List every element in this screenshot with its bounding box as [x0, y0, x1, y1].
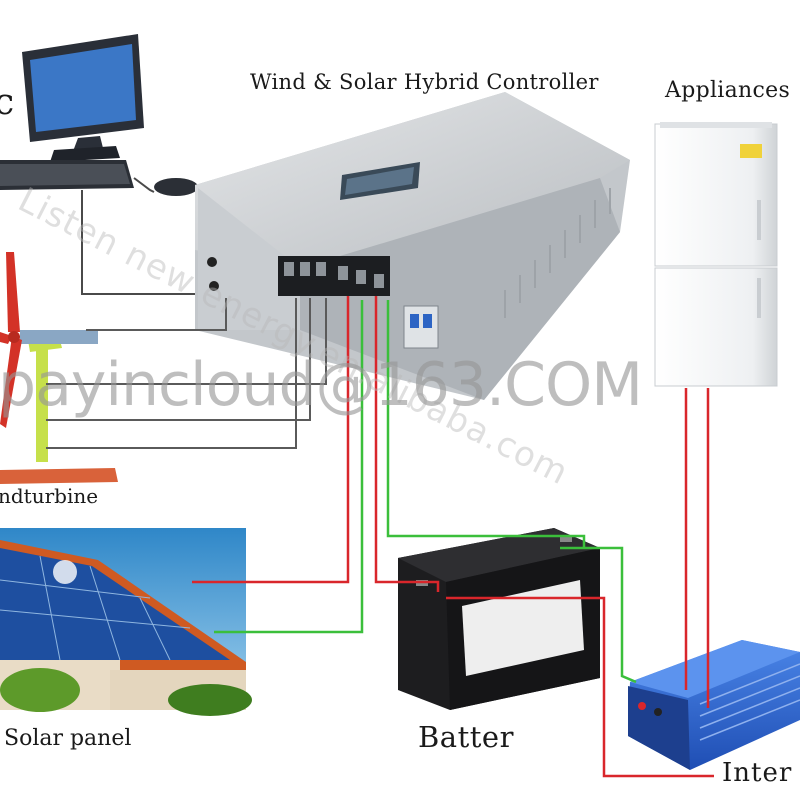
battery-label: Batter [418, 720, 514, 754]
appliances-label: Appliances [665, 78, 791, 103]
controller-label: Wind & Solar Hybrid Controller [250, 70, 599, 94]
solar-panel-label: Solar panel [4, 726, 132, 751]
computer-label: c [0, 82, 15, 123]
breaker-switch [403, 305, 439, 349]
watermark-contact: payincloud@163.COM [0, 350, 643, 420]
inverter-icon [628, 640, 800, 770]
windturbine-label: ndturbine [0, 484, 99, 508]
solar-house-photo [0, 528, 252, 716]
hybrid-controller [195, 92, 630, 400]
dc-wiring-red [192, 296, 714, 778]
battery-icon [398, 528, 600, 710]
battery-label-sticker [462, 580, 584, 676]
dc-wiring-green [214, 300, 637, 684]
turbine-wiring [46, 298, 327, 449]
computer-icon [0, 34, 198, 196]
inverter-label: Inter [722, 758, 793, 788]
signal-wires [81, 177, 212, 295]
terminal-block [278, 256, 390, 296]
refrigerator-icon [654, 122, 778, 387]
wind-turbine-icon [0, 252, 118, 484]
